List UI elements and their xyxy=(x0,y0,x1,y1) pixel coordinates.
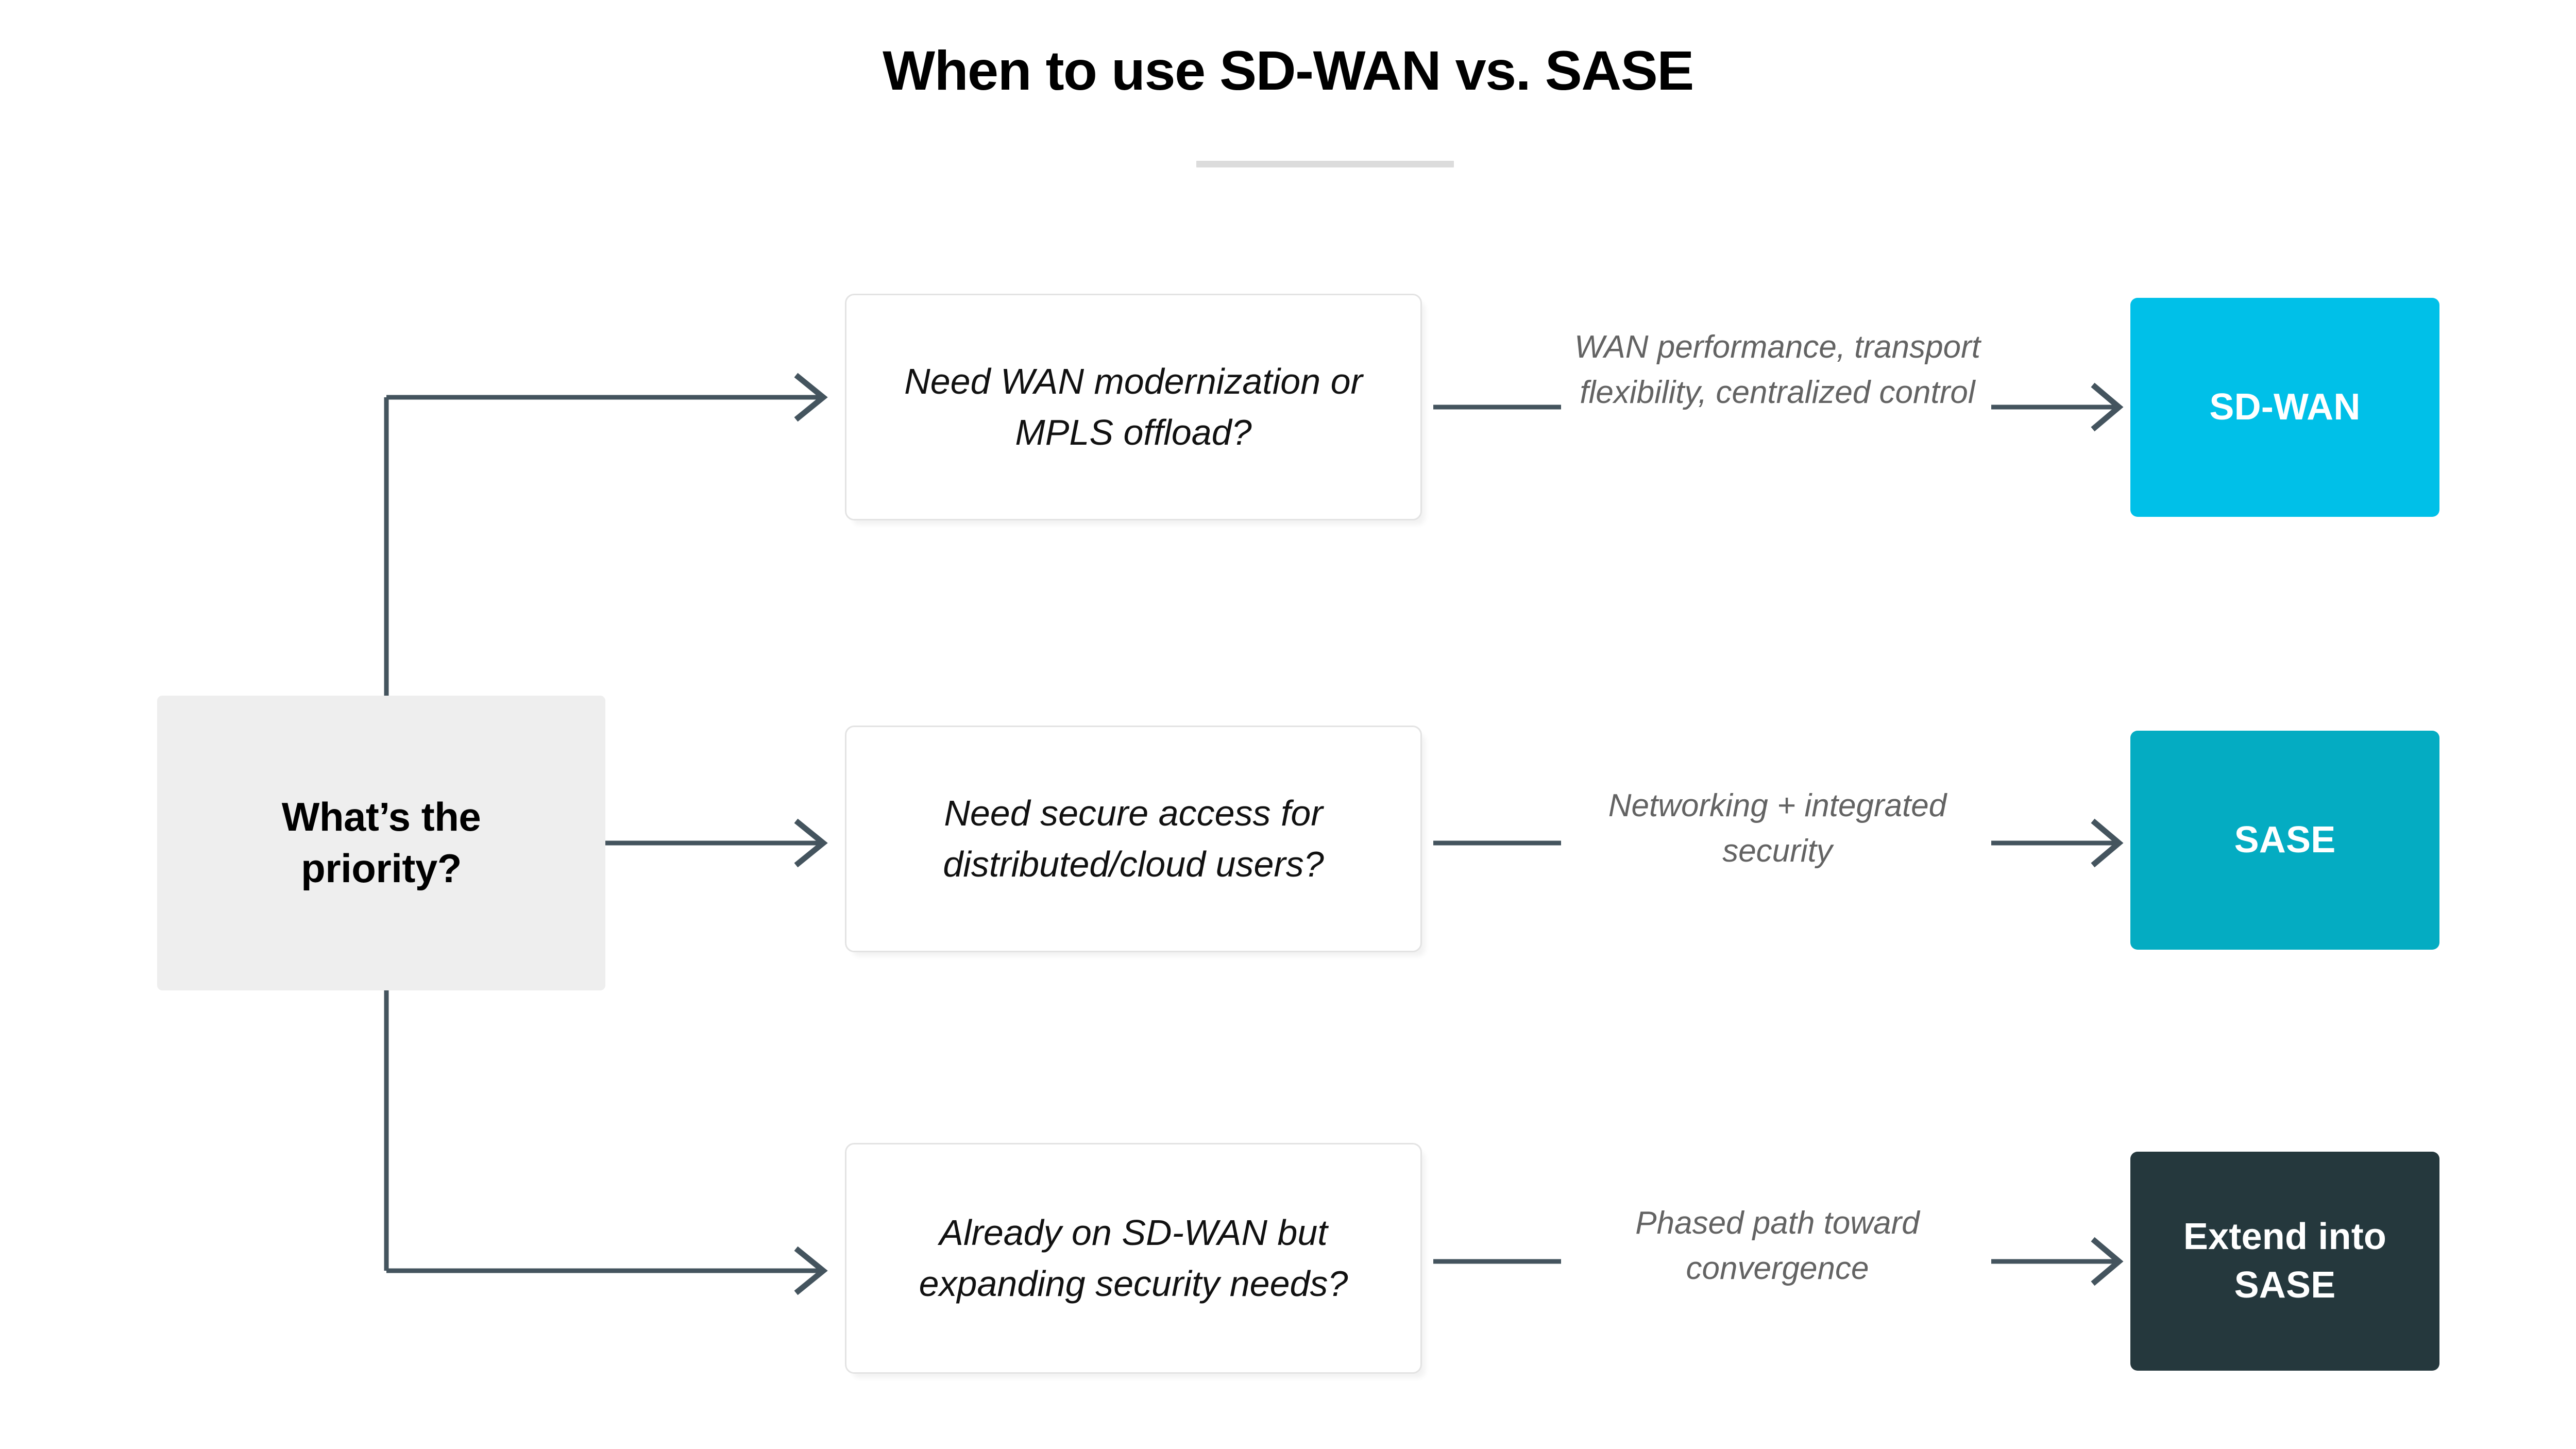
result-node-sd-wan[interactable]: SD-WAN xyxy=(2130,298,2439,517)
result-node-extend-into-sase[interactable]: Extend into SASE xyxy=(2130,1152,2439,1371)
arrow-head-middle xyxy=(794,818,828,868)
arrow-head-top xyxy=(794,373,828,422)
start-node-line-1: What’s the xyxy=(281,794,481,840)
start-node-priority[interactable]: What’s the priority? xyxy=(157,696,605,990)
arrow-head-sase xyxy=(2091,818,2124,868)
question-node-label: Need WAN modernization or MPLS offload? xyxy=(904,361,1363,452)
result-node-label: Extend into SASE xyxy=(2183,1216,2387,1306)
arrow-head-extend xyxy=(2091,1237,2124,1286)
arrow-head-sdwan xyxy=(2091,382,2124,432)
question-node-secure-access[interactable]: Need secure access for distributed/cloud… xyxy=(845,726,1422,952)
edge-label-sase-benefits: Networking + integrated security xyxy=(1608,788,1947,869)
question-node-wan-modernization[interactable]: Need WAN modernization or MPLS offload? xyxy=(845,294,1422,520)
question-node-already-sd-wan[interactable]: Already on SD-WAN but expanding security… xyxy=(845,1143,1422,1374)
arrow-head-bottom xyxy=(794,1246,828,1295)
result-node-sase[interactable]: SASE xyxy=(2130,731,2439,950)
question-node-label: Already on SD-WAN but expanding security… xyxy=(919,1212,1348,1304)
start-node-line-2: priority? xyxy=(301,846,462,891)
result-node-label: SD-WAN xyxy=(2209,386,2361,428)
start-node-label: What’s the priority? xyxy=(282,791,481,895)
edge-label-convergence-path: Phased path toward convergence xyxy=(1635,1205,1920,1287)
result-node-label: SASE xyxy=(2234,819,2336,861)
edge-label-sd-wan-benefits: WAN performance, transport flexibility, … xyxy=(1574,329,1980,411)
page-title: When to use SD-WAN vs. SASE xyxy=(883,39,1694,102)
question-node-label: Need secure access for distributed/cloud… xyxy=(943,793,1324,884)
title-divider xyxy=(1196,161,1454,167)
